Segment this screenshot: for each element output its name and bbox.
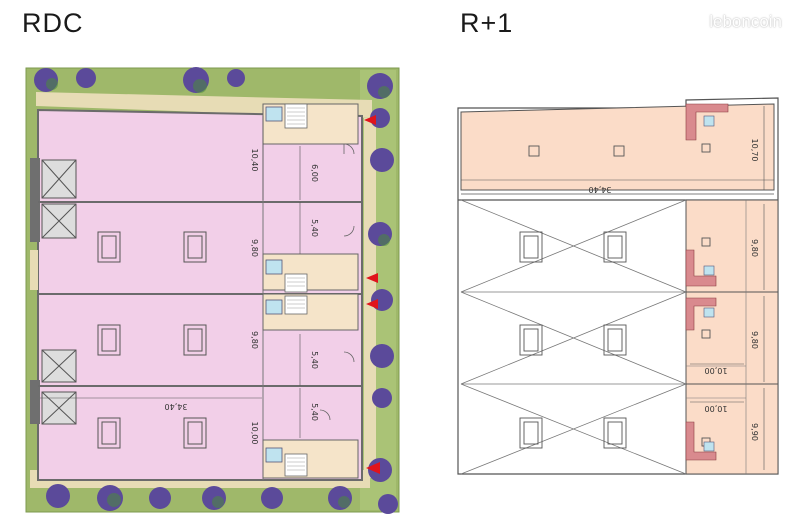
dim-upper-unit2-depth: 9,80 (750, 239, 759, 257)
loading-doors (41, 159, 77, 425)
office-cores (262, 103, 359, 479)
dim-unit1-office: 6,00 (310, 164, 319, 182)
dim-unit4-depth: 10,00 (250, 422, 259, 445)
dim-upper-length: 34,40 (589, 185, 612, 194)
skylights (97, 231, 207, 449)
dim-upper-unit3-width: 10,00 (705, 366, 728, 375)
dim-ground-length: 34,40 (165, 402, 188, 411)
ground-floor-title: RDC (22, 8, 84, 38)
mezzanine-right (685, 199, 779, 475)
entrance-arrows (364, 115, 380, 474)
upper-floor-title: R+1 (460, 8, 514, 38)
upper-floor-plan: 34,40 10,70 9,80 9,80 10,00 10,00 9,90 (457, 97, 779, 475)
stair-cores (685, 103, 729, 461)
dim-upper-top-depth: 10,70 (750, 139, 759, 162)
ground-floor-plan: 10,40 6,00 5,40 9,80 9,80 5,40 5,40 10,0… (25, 67, 400, 514)
loading-door-strip (30, 158, 40, 242)
void-areas (460, 199, 687, 475)
dim-unit3-depth: 9,80 (250, 331, 259, 349)
dim-unit2-office: 5,40 (310, 219, 319, 237)
dim-upper-unit4-width: 10,00 (705, 404, 728, 413)
dim-unit4-office: 5,40 (310, 403, 319, 421)
leboncoin-watermark: leboncoin (709, 12, 782, 31)
mezzanine-top (460, 103, 775, 191)
upper-skylights (519, 143, 711, 449)
dim-unit3-office: 5,40 (310, 351, 319, 369)
dim-upper-unit3-depth: 9,80 (750, 331, 759, 349)
dim-unit2-depth: 9,80 (250, 239, 259, 257)
dim-unit1-depth: 10,40 (250, 149, 259, 172)
dim-upper-unit4-depth: 9,90 (750, 423, 759, 441)
